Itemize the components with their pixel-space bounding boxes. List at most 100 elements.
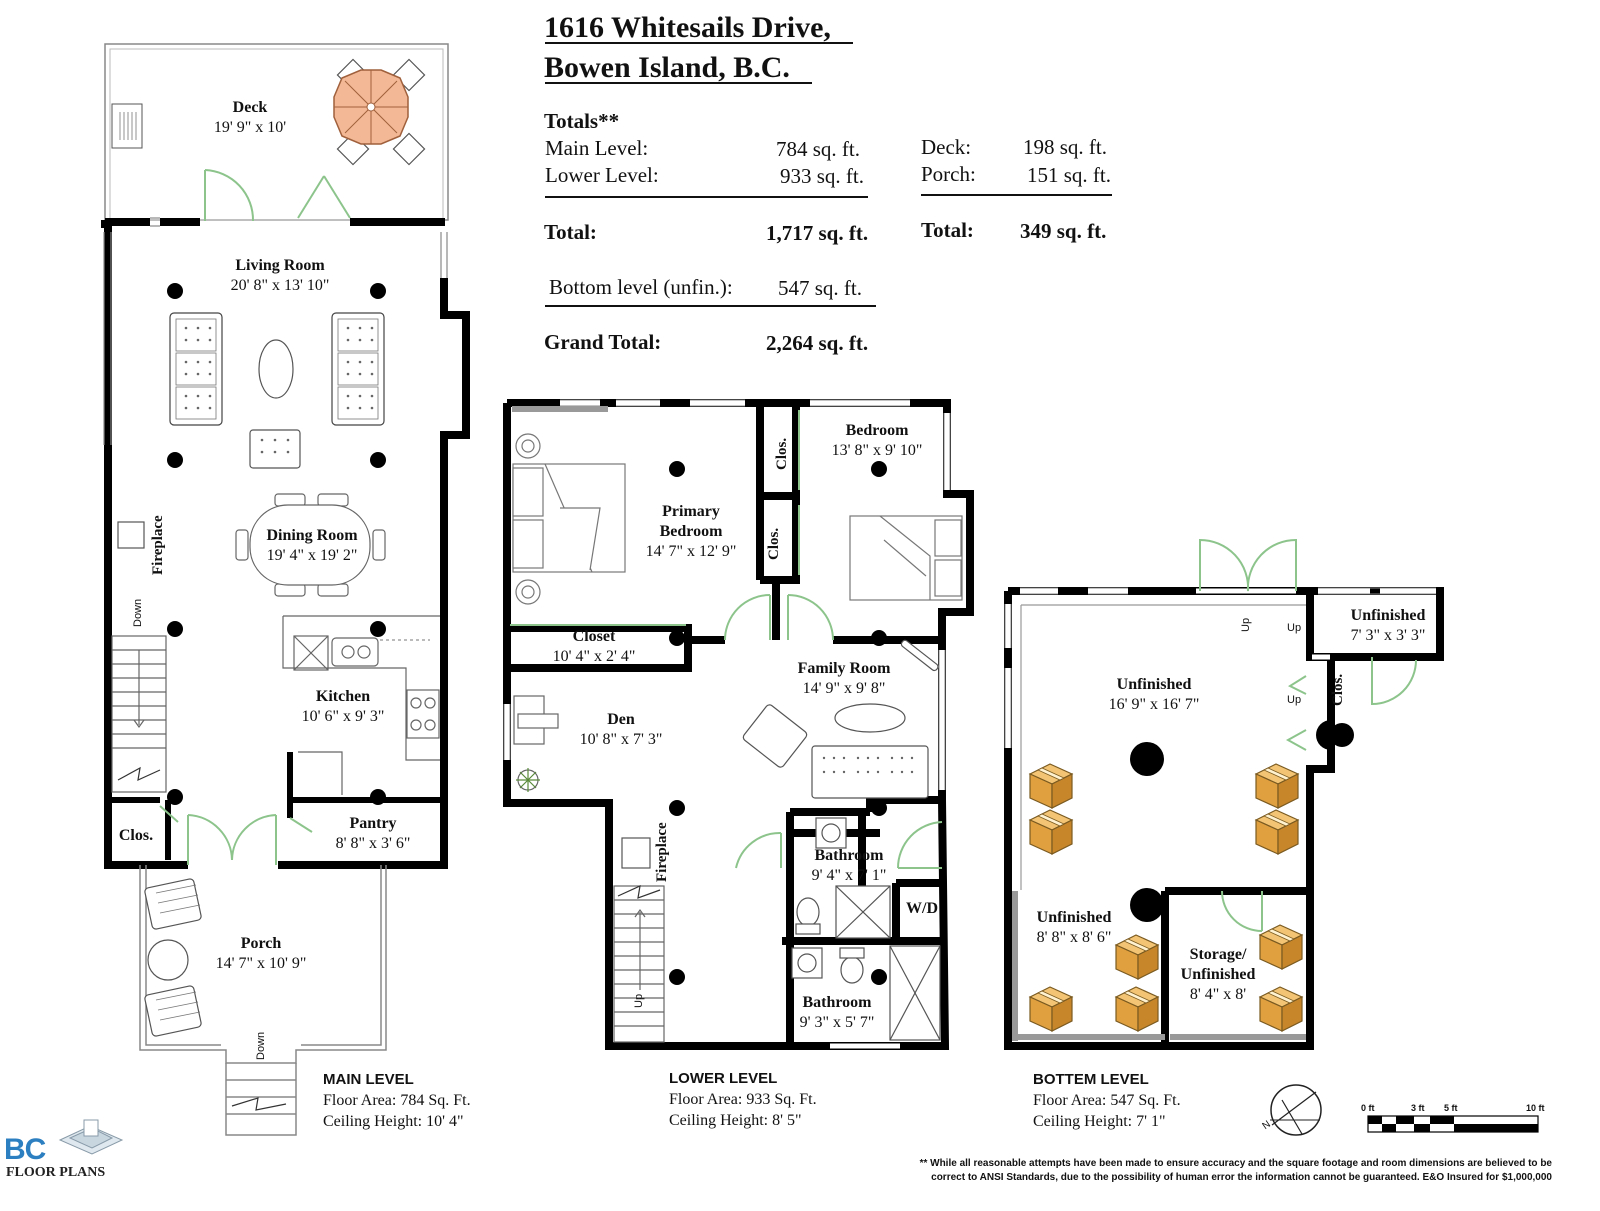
fireplace-label-lower: Fireplace bbox=[654, 822, 670, 882]
room-dims: 14' 9" x 9' 8" bbox=[802, 680, 886, 697]
room-unfinished-corner: Unfinished 8' 8" x 8' 6" bbox=[1022, 908, 1126, 948]
grand-total-label: Grand Total: bbox=[544, 330, 662, 354]
room-dims: 20' 8" x 13' 10" bbox=[230, 277, 330, 294]
room-name-2: Bedroom bbox=[659, 523, 723, 540]
stairs-up-label-lower: Up bbox=[633, 993, 645, 1008]
main-level-info: MAIN LEVEL Floor Area: 784 Sq. Ft. Ceili… bbox=[323, 1069, 471, 1132]
room-storage: Storage/ Unfinished 8' 4" x 8' bbox=[1172, 945, 1264, 1005]
room-dims: 10' 8" x 7' 3" bbox=[579, 731, 663, 748]
lower-level-plan bbox=[503, 399, 974, 1050]
up-label-3: Up bbox=[1287, 694, 1302, 706]
room-dims: 13' 8" x 9' 10" bbox=[831, 442, 923, 459]
room-wd: W/D bbox=[902, 899, 942, 919]
room-name: Porch bbox=[240, 935, 282, 952]
room-bedroom: Bedroom 13' 8" x 9' 10" bbox=[822, 421, 932, 461]
scale-label-3: 3 ft bbox=[1411, 1103, 1425, 1113]
fireplace-label-main: Fireplace bbox=[150, 515, 166, 575]
deck-value: 198 sq. ft. bbox=[1023, 135, 1107, 159]
lower-level-info: LOWER LEVEL Floor Area: 933 Sq. Ft. Ceil… bbox=[669, 1068, 817, 1131]
main-level-plan bbox=[101, 43, 470, 1136]
room-name: Primary bbox=[662, 503, 720, 520]
room-dims: 19' 4" x 19' 2" bbox=[266, 547, 358, 564]
level-title: BOTTEM LEVEL bbox=[1033, 1071, 1149, 1088]
room-dims: 10' 6" x 9' 3" bbox=[301, 708, 385, 725]
room-name: Kitchen bbox=[315, 688, 371, 705]
room-name-2: Unfinished bbox=[1180, 966, 1256, 983]
room-dims: 8' 8" x 3' 6" bbox=[335, 835, 411, 852]
room-primary-bedroom: Primary Bedroom 14' 7" x 12' 9" bbox=[638, 502, 744, 562]
level-ceiling: Ceiling Height: 7' 1" bbox=[1033, 1113, 1166, 1130]
total-label: Total: bbox=[544, 220, 597, 244]
room-dims: 14' 7" x 12' 9" bbox=[645, 543, 737, 560]
scale-bar bbox=[1367, 1115, 1539, 1133]
room-den: Den 10' 8" x 7' 3" bbox=[570, 710, 672, 750]
clos-label-lower-1: Clos. bbox=[774, 437, 790, 470]
room-dims: 14' 7" x 10' 9" bbox=[215, 955, 307, 972]
room-name: Deck bbox=[232, 99, 268, 116]
address-line-2: Bowen Island, B.C. bbox=[544, 51, 790, 84]
disclaimer-line-1: ** While all reasonable attempts have be… bbox=[919, 1158, 1552, 1169]
compass-icon bbox=[1270, 1084, 1322, 1136]
level-ceiling: Ceiling Height: 10' 4" bbox=[323, 1113, 464, 1130]
room-dims: 19' 9" x 10' bbox=[213, 119, 287, 136]
bottom-level-plan bbox=[1004, 538, 1444, 1050]
room-family-room: Family Room 14' 9" x 9' 8" bbox=[784, 659, 904, 699]
room-name: Family Room bbox=[797, 660, 891, 677]
room-name: Den bbox=[607, 711, 635, 728]
room-bathroom-2: Bathroom 9' 3" x 5' 7" bbox=[786, 993, 888, 1033]
up-label-2: Up bbox=[1287, 622, 1302, 634]
room-clos-main: Clos. bbox=[114, 826, 158, 846]
room-name: Bedroom bbox=[845, 422, 909, 439]
room-dims: 9' 3" x 5' 7" bbox=[799, 1014, 875, 1031]
bottom-level-value: 547 sq. ft. bbox=[778, 276, 862, 300]
scale-label-10: 10 ft bbox=[1526, 1103, 1545, 1113]
total-value: 1,717 sq. ft. bbox=[766, 221, 869, 245]
main-level-label: Main Level: bbox=[545, 136, 649, 160]
bc-floor-plans-logo bbox=[58, 1119, 124, 1155]
room-dims: 9' 4" x 7' 1" bbox=[811, 867, 887, 884]
porch-value: 151 sq. ft. bbox=[1027, 163, 1111, 187]
up-label-1: Up bbox=[1240, 617, 1252, 632]
level-title: LOWER LEVEL bbox=[669, 1070, 778, 1087]
level-area: Floor Area: 933 Sq. Ft. bbox=[669, 1091, 817, 1108]
room-dims: 10' 4" x 2' 4" bbox=[552, 648, 636, 665]
room-name: Pantry bbox=[349, 815, 397, 832]
room-name: Unfinished bbox=[1116, 676, 1192, 693]
lower-level-label: Lower Level: bbox=[545, 163, 659, 187]
room-pantry: Pantry 8' 8" x 3' 6" bbox=[322, 814, 424, 854]
clos-label-bottom: Clos. bbox=[1330, 673, 1346, 706]
room-name: Living Room bbox=[235, 257, 325, 274]
clos-label-lower-2: Clos. bbox=[766, 527, 782, 560]
room-name: Unfinished bbox=[1036, 909, 1112, 926]
room-deck: Deck 19' 9" x 10' bbox=[200, 98, 300, 138]
disclaimer-line-2: correct to ANSI Standards, due to the po… bbox=[931, 1172, 1552, 1183]
room-dims: 8' 8" x 8' 6" bbox=[1036, 929, 1112, 946]
totals-heading: Totals** bbox=[544, 109, 620, 133]
disclaimer: ** While all reasonable attempts have be… bbox=[840, 1157, 1552, 1185]
room-name: Dining Room bbox=[266, 527, 358, 544]
stairs-down-label: Down bbox=[132, 598, 144, 627]
lower-level-value: 933 sq. ft. bbox=[780, 164, 864, 188]
deck-label: Deck: bbox=[921, 135, 972, 159]
room-name: Closet bbox=[572, 628, 616, 645]
room-bathroom-1: Bathroom 9' 4" x 7' 1" bbox=[798, 846, 900, 886]
main-level-value: 784 sq. ft. bbox=[776, 137, 860, 161]
room-name: Clos. bbox=[118, 827, 154, 844]
level-area: Floor Area: 547 Sq. Ft. bbox=[1033, 1092, 1181, 1109]
room-name: W/D bbox=[906, 900, 938, 917]
room-name: Storage/ bbox=[1189, 946, 1247, 963]
scale-label-0: 0 ft bbox=[1361, 1103, 1375, 1113]
scale-label-5: 5 ft bbox=[1444, 1103, 1458, 1113]
outdoor-total-value: 349 sq. ft. bbox=[1020, 219, 1107, 243]
room-porch: Porch 14' 7" x 10' 9" bbox=[206, 934, 316, 974]
room-dims: 7' 3" x 3' 3" bbox=[1350, 627, 1426, 644]
room-living-room: Living Room 20' 8" x 13' 10" bbox=[210, 256, 350, 296]
level-area: Floor Area: 784 Sq. Ft. bbox=[323, 1092, 471, 1109]
room-name: Bathroom bbox=[802, 994, 872, 1011]
logo-floor-plans: FLOOR PLANS bbox=[6, 1165, 106, 1180]
porch-stairs-down-label: Down bbox=[255, 1031, 267, 1060]
room-closet: Closet 10' 4" x 2' 4" bbox=[540, 627, 648, 667]
room-dims: 16' 9" x 16' 7" bbox=[1108, 696, 1200, 713]
room-name: Unfinished bbox=[1350, 607, 1426, 624]
